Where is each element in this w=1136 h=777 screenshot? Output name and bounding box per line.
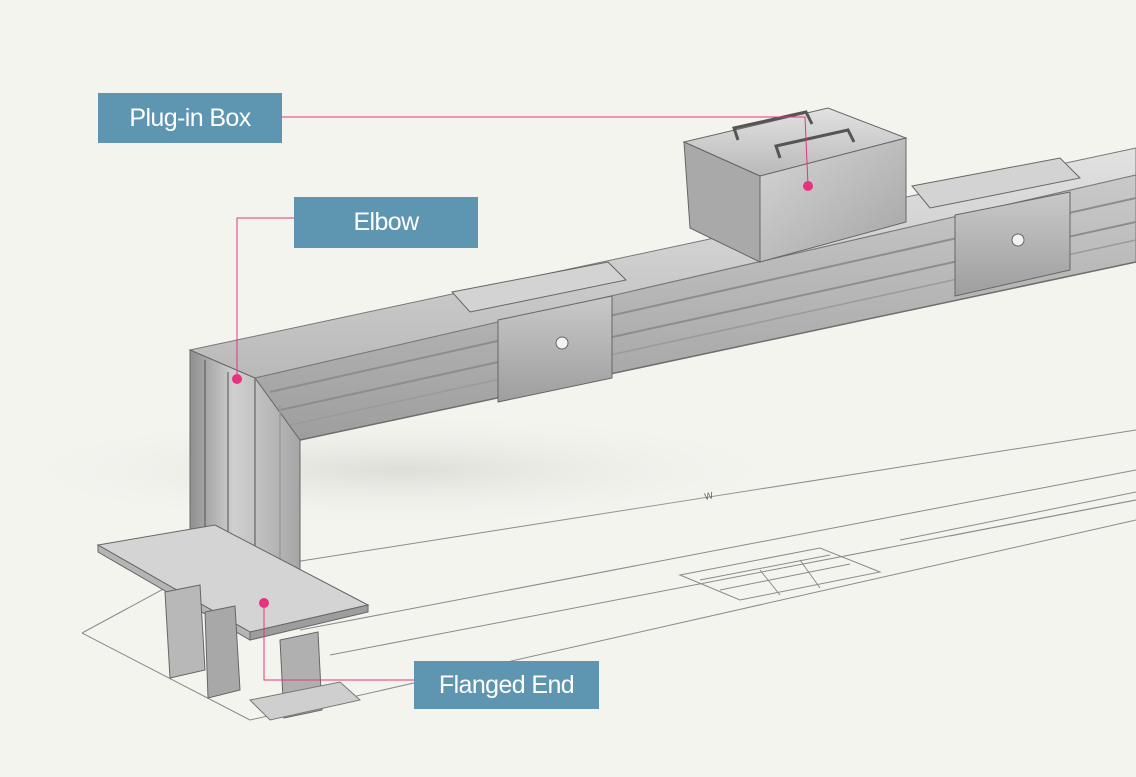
plug-in-box-marker bbox=[803, 181, 813, 191]
elbow-marker bbox=[232, 374, 242, 384]
flanged-end-marker bbox=[259, 598, 269, 608]
flanged-end bbox=[96, 524, 370, 721]
joint-cover-2 bbox=[911, 157, 1082, 297]
leader-lines bbox=[236, 116, 809, 681]
elbow-label: Elbow bbox=[294, 197, 478, 248]
plug-in-box-leader bbox=[282, 116, 809, 186]
plug-in-box bbox=[682, 107, 908, 263]
flanged-end-leader bbox=[263, 603, 414, 681]
joint-cover-1 bbox=[451, 261, 628, 403]
floor-plan-outline bbox=[81, 429, 1136, 721]
shadow bbox=[0, 410, 820, 530]
flanged-end-label: Flanged End bbox=[414, 661, 599, 709]
elbow-leader bbox=[236, 217, 294, 379]
plug-in-box-label: Plug-in Box bbox=[98, 93, 282, 143]
